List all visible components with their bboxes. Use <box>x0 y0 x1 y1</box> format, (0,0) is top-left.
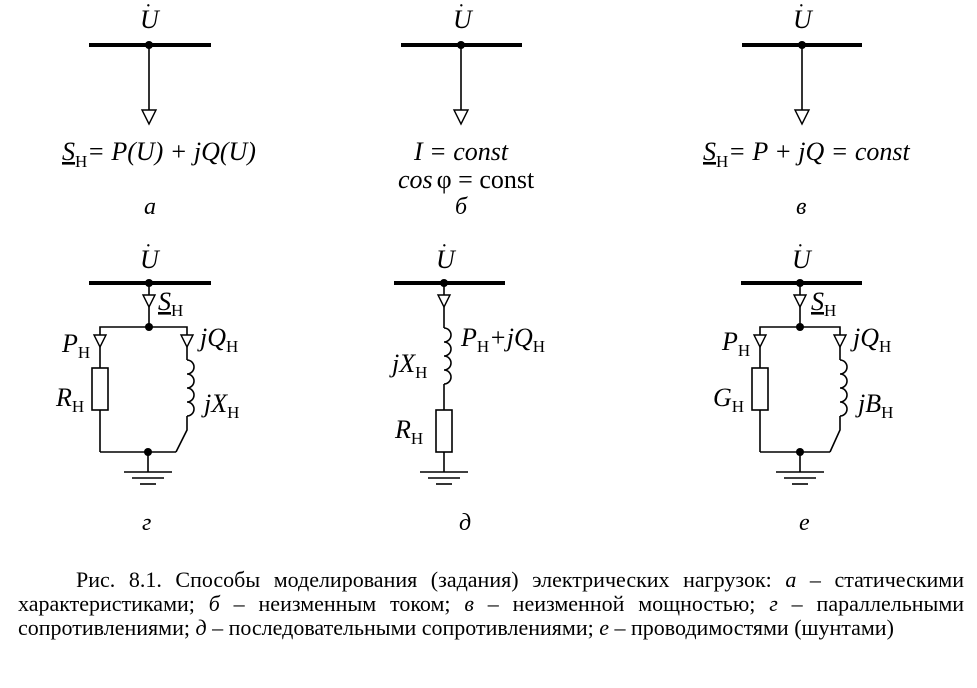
load-arrow-a <box>140 109 158 126</box>
q-arrow-g <box>179 334 195 349</box>
r-label-g: RН <box>55 383 84 416</box>
jx-label-g: jXН <box>201 389 239 422</box>
s-label-g: SН <box>158 287 183 320</box>
formula-a: SН= P(U) + jQ(U) <box>62 137 256 171</box>
figure-caption: Рис. 8.1. Способы моделирования (задания… <box>18 567 965 640</box>
susceptance-e <box>839 359 848 417</box>
voltage-dot-v: · <box>798 0 805 17</box>
p-arrow-g <box>92 334 108 349</box>
panel-a: U · SН= P(U) + jQ(U) а <box>62 0 256 220</box>
voltage-label-v: U <box>793 5 814 34</box>
voltage-dot-e: · <box>797 235 804 257</box>
p-label-e: PН <box>721 327 750 360</box>
voltage-label-g: U <box>140 245 161 274</box>
panel-letter-b: б <box>455 194 468 220</box>
panel-v: U · SН= P + jQ = const в <box>703 0 910 220</box>
voltage-label-e: U <box>792 245 813 274</box>
jx-label-d: jXН <box>389 349 427 382</box>
voltage-dot-d: · <box>441 235 448 257</box>
s-label-e: SН <box>811 287 836 320</box>
resistor-d <box>435 409 453 453</box>
s-arrow-e <box>792 294 808 309</box>
jq-label-e: jQН <box>850 323 891 356</box>
voltage-dot-b: · <box>458 0 465 17</box>
pq-label-d: PН+jQН <box>460 323 545 356</box>
panel-letter-d: д <box>459 510 471 536</box>
p-label-g: PН <box>61 329 90 362</box>
s-arrow-g <box>141 294 157 309</box>
inductor-g <box>186 359 195 417</box>
resistor-g <box>91 367 109 411</box>
formula-v: SН= P + jQ = const <box>703 137 910 171</box>
q-arrow-e <box>832 334 848 349</box>
panel-letter-v: в <box>796 194 806 220</box>
load-arrow-v <box>793 109 811 126</box>
voltage-label-a: U <box>140 5 161 34</box>
formula-b-line1: I = const <box>413 137 509 166</box>
b-lead-bottom-e <box>829 416 841 453</box>
panel-letter-e: е <box>799 510 810 536</box>
g-label-e: GН <box>713 383 744 416</box>
panel-letter-a: а <box>144 194 156 220</box>
s-arrow-d <box>436 294 452 309</box>
panel-e: U · SН PН jQН GН jBН е <box>713 235 893 536</box>
load-arrow-b <box>452 109 470 126</box>
p-arrow-e <box>752 334 768 349</box>
voltage-dot-g: · <box>145 235 152 257</box>
panel-g: U · SН PН jQН RН jXН г <box>55 235 239 536</box>
jb-label-e: jBН <box>855 389 893 422</box>
voltage-dot-a: · <box>145 0 152 17</box>
voltage-label-b: U <box>453 5 474 34</box>
inductor-d <box>443 327 452 385</box>
conductance-e <box>751 367 769 411</box>
panel-d: U · PН+jQН jXН RН д <box>389 235 545 536</box>
jq-label-g: jQН <box>197 323 238 356</box>
l-lead-bottom-g <box>175 416 188 453</box>
split-wire-e <box>759 326 841 335</box>
load-models-diagram: U · SН= P(U) + jQ(U) а U · I = const cos… <box>55 0 910 536</box>
panel-letter-g: г <box>142 510 151 536</box>
split-wire-g <box>99 326 188 335</box>
r-label-d: RН <box>394 415 423 448</box>
voltage-label-d: U <box>436 245 457 274</box>
